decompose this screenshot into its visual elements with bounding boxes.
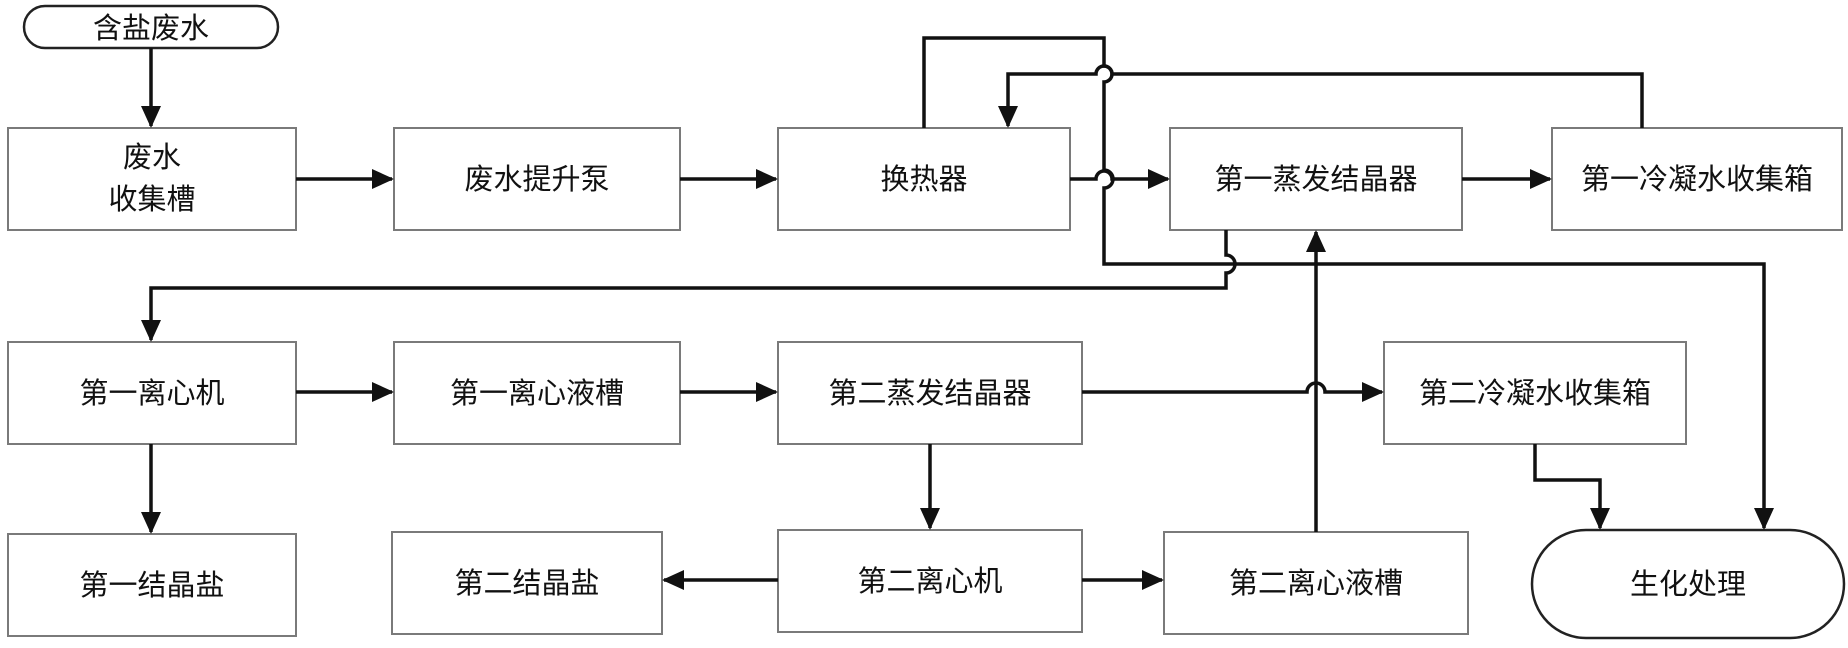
flow-evap2-to-cond2: [1082, 381, 1384, 402]
node-second-crystal-salt: 第二结晶盐: [391, 531, 663, 635]
node-first-centrifugate-tank: 第一离心液槽: [393, 341, 681, 445]
node-label-line1: 废水: [123, 140, 181, 174]
node-biochemical-treatment: 生化处理: [1530, 528, 1846, 640]
node-label: 第一离心液槽: [450, 376, 624, 410]
node-label: 第一蒸发结晶器: [1214, 162, 1417, 196]
node-first-evaporative-crystallizer: 第一蒸发结晶器: [1169, 127, 1463, 231]
flow-cond2-to-bio: [1533, 444, 1610, 530]
node-second-centrifugate-tank: 第二离心液槽: [1163, 531, 1469, 635]
node-label: 第一冷凝水收集箱: [1581, 162, 1813, 196]
flow-heat-exchanger-to-evap1: [1070, 169, 1170, 189]
node-first-centrifuge: 第一离心机: [7, 341, 297, 445]
node-wastewater-lift-pump: 废水提升泵: [393, 127, 681, 231]
node-label: 生化处理: [1630, 567, 1746, 601]
node-saline-wastewater: 含盐废水: [22, 4, 280, 50]
node-first-crystal-salt: 第一结晶盐: [7, 533, 297, 637]
node-label: 第二结晶盐: [454, 566, 599, 600]
node-label: 含盐废水: [93, 11, 209, 45]
node-label: 第一离心机: [79, 376, 224, 410]
node-heat-exchanger: 换热器: [777, 127, 1071, 231]
flow-cond1-to-heat-exchanger: [998, 64, 1644, 128]
node-label: 废水提升泵: [464, 162, 609, 196]
node-second-centrifuge: 第二离心机: [777, 529, 1083, 633]
flow-heat-exchanger-to-bio: [922, 36, 1774, 530]
node-second-condensate-tank: 第二冷凝水收集箱: [1383, 341, 1687, 445]
node-label: 第二冷凝水收集箱: [1419, 376, 1651, 410]
node-first-condensate-tank: 第一冷凝水收集箱: [1551, 127, 1843, 231]
node-label-line2: 收集槽: [108, 182, 195, 216]
flow-evap1-to-centrifuge1: [141, 230, 1237, 342]
node-label: 换热器: [880, 162, 967, 196]
node-label: 第二离心液槽: [1229, 566, 1403, 600]
node-wastewater-collection-tank: 废水 收集槽: [7, 127, 297, 231]
node-label: 第二离心机: [857, 564, 1002, 598]
node-label: 第二蒸发结晶器: [828, 376, 1031, 410]
node-label: 第一结晶盐: [79, 568, 224, 602]
node-second-evaporative-crystallizer: 第二蒸发结晶器: [777, 341, 1083, 445]
